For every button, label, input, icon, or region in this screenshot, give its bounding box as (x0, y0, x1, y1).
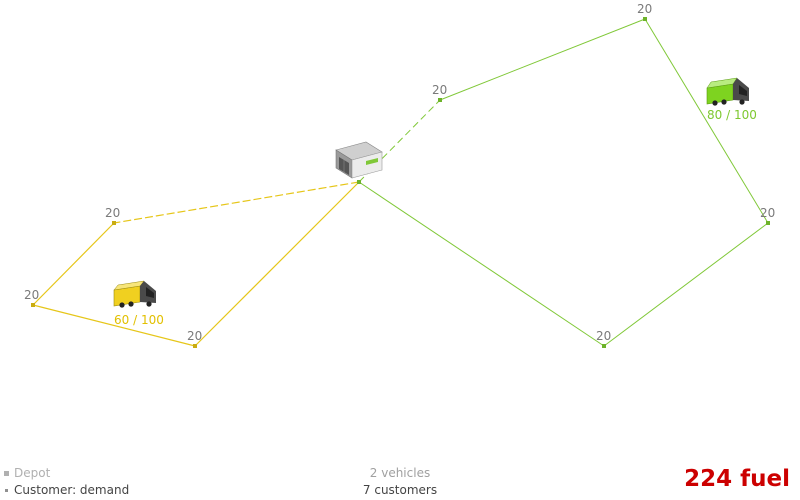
legend-depot-label: Depot (14, 466, 51, 480)
fuel-score: 224 fuel (684, 466, 790, 492)
truck-icon[interactable]: 80 / 100 (706, 77, 757, 122)
vehicle-load-label: 60 / 100 (114, 313, 164, 327)
customer-node[interactable]: 20 (105, 206, 120, 225)
depot-building-icon[interactable] (335, 141, 383, 184)
customer-node[interactable]: 20 (24, 288, 39, 307)
demand-label: 20 (760, 206, 775, 220)
customer-dot-icon (5, 489, 8, 492)
customer-node[interactable]: 20 (432, 83, 447, 102)
demand-label: 20 (105, 206, 120, 220)
route-green (358, 18, 769, 347)
legend-customer: Customer: demand (4, 483, 129, 497)
demand-label: 20 (24, 288, 39, 302)
customer-count: 7 customers (362, 483, 438, 497)
demand-label: 20 (596, 329, 611, 343)
truck-icon[interactable]: 60 / 100 (113, 280, 164, 327)
legend-depot: Depot (4, 466, 50, 480)
legend-customer-label: Customer: demand (14, 483, 130, 497)
vehicle-count: 2 vehicles (369, 466, 431, 480)
customer-node[interactable]: 20 (637, 2, 652, 21)
depot-square-icon (4, 471, 9, 476)
demand-label: 20 (637, 2, 652, 16)
customer-node[interactable]: 20 (596, 329, 611, 348)
route-yellow (32, 181, 360, 347)
customer-node[interactable]: 20 (760, 206, 775, 225)
vehicle-load-label: 80 / 100 (707, 108, 757, 122)
demand-label: 20 (432, 83, 447, 97)
demand-label: 20 (187, 329, 202, 343)
customer-node[interactable]: 20 (187, 329, 202, 348)
